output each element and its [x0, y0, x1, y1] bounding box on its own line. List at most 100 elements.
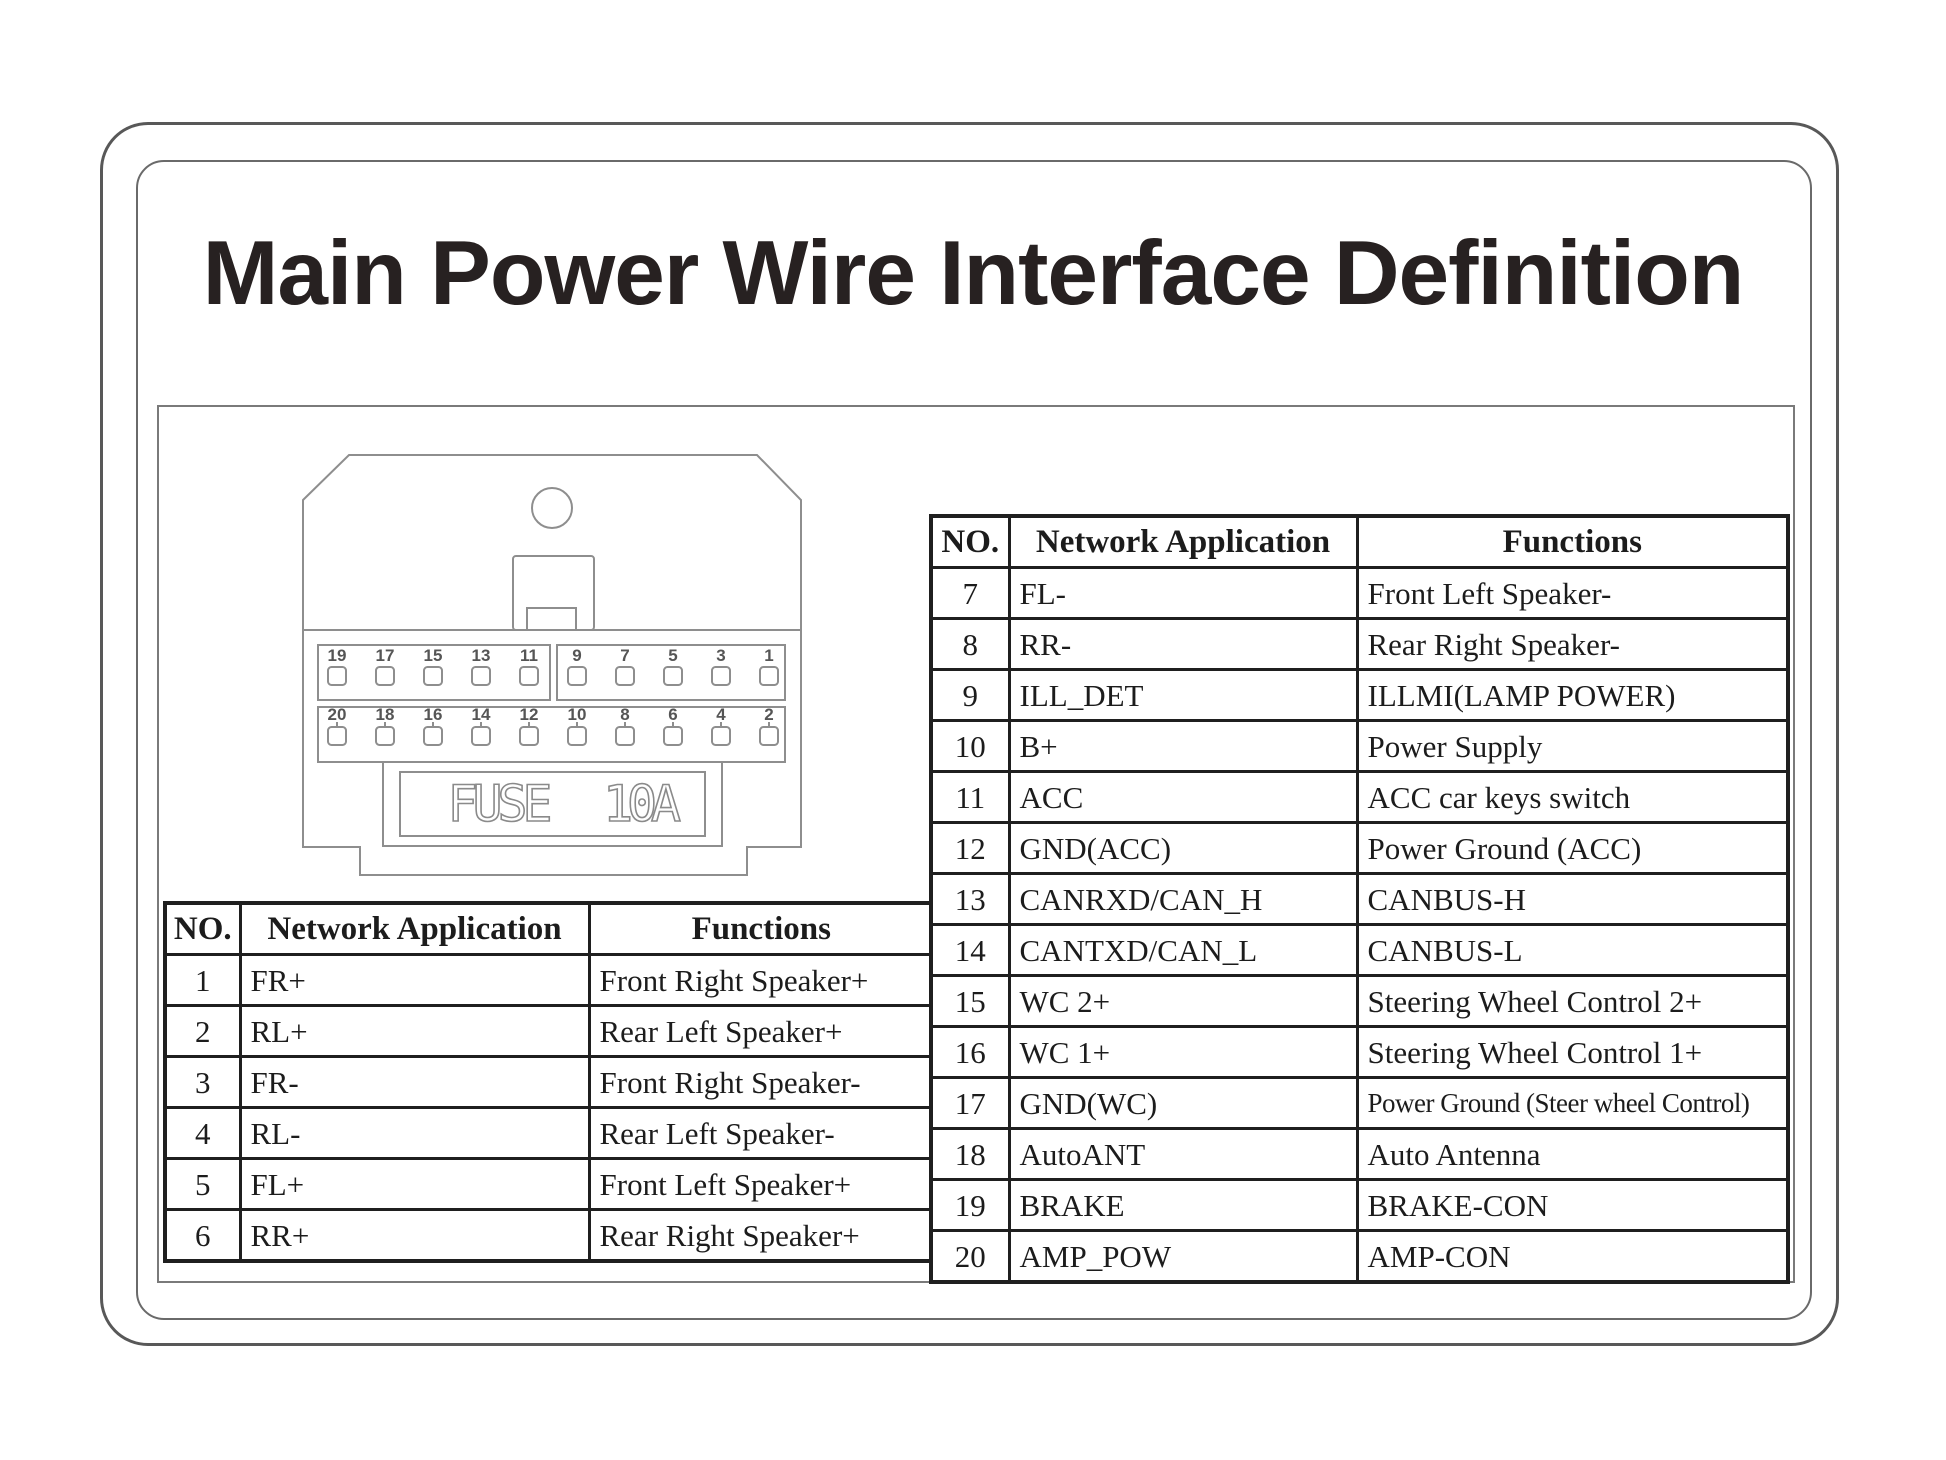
fuse-holder-outer	[383, 762, 722, 846]
pin-number-label: 2	[764, 705, 773, 724]
pin-square	[472, 727, 490, 745]
cell-no: 11	[929, 770, 1011, 824]
pin-square	[520, 667, 538, 685]
cell-functions: BRAKE-CON	[1355, 1178, 1790, 1232]
pin-square	[712, 667, 730, 685]
cell-network-application: WC 2+	[1007, 974, 1359, 1028]
cell-no: 3	[163, 1055, 242, 1109]
header-no: NO.	[929, 514, 1011, 569]
cell-functions: Power Ground (Steer wheel Control)	[1355, 1076, 1790, 1130]
pin-box-top-left	[318, 645, 550, 700]
pin-number-label: 17	[376, 646, 395, 665]
keyway-tab-inner	[527, 608, 576, 630]
pin-number-label: 3	[716, 646, 725, 665]
pin-number-label: 11	[520, 646, 538, 665]
pin-square	[424, 667, 442, 685]
pin-number-label: 14	[472, 705, 491, 724]
pin-square	[616, 667, 634, 685]
cell-no: 17	[929, 1076, 1011, 1130]
cell-network-application: CANTXD/CAN_L	[1007, 923, 1359, 977]
fuse-holder-inner	[400, 772, 705, 836]
pin-square	[664, 727, 682, 745]
header-network-application: Network Application	[1007, 514, 1359, 569]
cell-network-application: FL-	[1007, 566, 1359, 620]
pin-square	[760, 667, 778, 685]
cell-functions: AMP-CON	[1355, 1229, 1790, 1284]
cell-network-application: CANRXD/CAN_H	[1007, 872, 1359, 926]
pin-number-label: 6	[668, 705, 677, 724]
pin-square	[712, 727, 730, 745]
pin-square	[472, 667, 490, 685]
cell-network-application: ILL_DET	[1007, 668, 1359, 722]
cell-no: 6	[163, 1208, 242, 1263]
pin-number-label: 16	[424, 705, 443, 724]
cell-functions: Steering Wheel Control 1+	[1355, 1025, 1790, 1079]
pin-square	[520, 727, 538, 745]
cell-network-application: ACC	[1007, 770, 1359, 824]
cell-no: 12	[929, 821, 1011, 875]
cell-no: 7	[929, 566, 1011, 620]
pin-number-label: 18	[376, 705, 395, 724]
pin-box-top-right	[557, 645, 785, 700]
cell-functions: Front Left Speaker-	[1355, 566, 1790, 620]
header-functions: Functions	[587, 901, 936, 956]
cell-network-application: GND(ACC)	[1007, 821, 1359, 875]
pin-number-label: 1	[764, 646, 773, 665]
keyway-tab	[513, 556, 594, 630]
pin-square	[568, 727, 586, 745]
cell-network-application: RR+	[238, 1208, 591, 1263]
fuse-label: FUSE	[448, 775, 553, 833]
cell-functions: Steering Wheel Control 2+	[1355, 974, 1790, 1028]
cell-network-application: AMP_POW	[1007, 1229, 1359, 1284]
cell-network-application: B+	[1007, 719, 1359, 773]
page-title: Main Power Wire Interface Definition	[202, 223, 1745, 324]
cell-no: 9	[929, 668, 1011, 722]
cell-functions: Rear Left Speaker+	[587, 1004, 936, 1058]
cell-network-application: RL+	[238, 1004, 591, 1058]
cell-network-application: RR-	[1007, 617, 1359, 671]
cell-network-application: FL+	[238, 1157, 591, 1211]
cell-no: 8	[929, 617, 1011, 671]
mounting-hole-icon	[532, 488, 572, 528]
cell-network-application: BRAKE	[1007, 1178, 1359, 1232]
cell-functions: Front Right Speaker+	[587, 953, 936, 1007]
pin-square	[664, 667, 682, 685]
cell-network-application: GND(WC)	[1007, 1076, 1359, 1130]
header-network-application: Network Application	[238, 901, 591, 956]
table-header-row: NO. Network Application Functions	[929, 514, 1790, 569]
header-functions: Functions	[1355, 514, 1790, 569]
cell-functions: ILLMI(LAMP POWER)	[1355, 668, 1790, 722]
pin-number-label: 12	[520, 705, 539, 724]
cell-no: 14	[929, 923, 1011, 977]
cell-no: 10	[929, 719, 1011, 773]
cell-functions: Front Right Speaker-	[587, 1055, 936, 1109]
fuse-rating-label: 10A	[603, 775, 681, 833]
pin-number-label: 19	[328, 646, 347, 665]
cell-network-application: FR-	[238, 1055, 591, 1109]
pin-number-label: 13	[472, 646, 491, 665]
cell-functions: Rear Left Speaker-	[587, 1106, 936, 1160]
cell-functions: Rear Right Speaker-	[1355, 617, 1790, 671]
pin-square	[328, 727, 346, 745]
cell-no: 18	[929, 1127, 1011, 1181]
cell-no: 1	[163, 953, 242, 1007]
pin-number-label: 4	[716, 705, 726, 724]
pin-square	[760, 727, 778, 745]
